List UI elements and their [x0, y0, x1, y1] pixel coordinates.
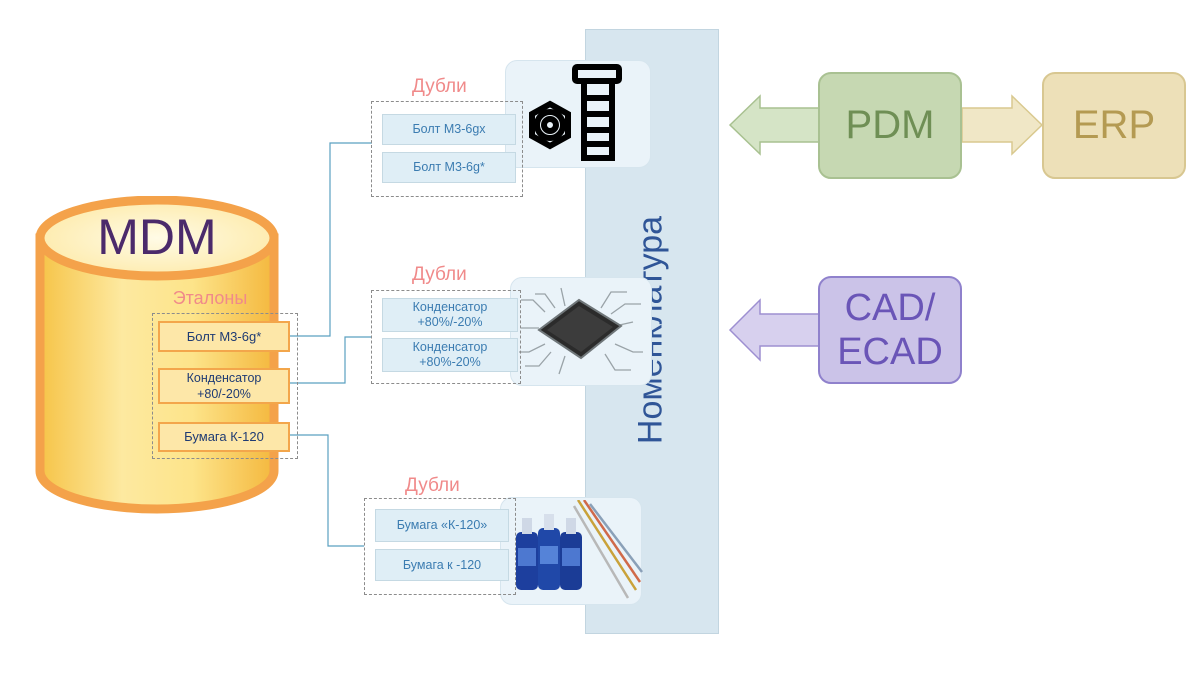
- cad-label-line2: ECAD: [837, 331, 943, 373]
- connector-capacitor: [290, 336, 372, 384]
- cad-label-line1: CAD/: [844, 287, 936, 329]
- dubl-frame-capacitor: [371, 290, 521, 384]
- connector-paper: [290, 434, 364, 547]
- dubl-item-capacitor-2[interactable]: Конденсатор +80%-20%: [382, 338, 518, 372]
- etalon-title: Эталоны: [172, 288, 248, 308]
- pdm-label: PDM: [845, 103, 935, 147]
- etalon-item-paper[interactable]: Бумага К-120: [158, 422, 290, 452]
- etalon-frame: [152, 313, 298, 459]
- dubl-item-bolt-2[interactable]: Болт М3-6g*: [382, 152, 516, 183]
- etalon-item-bolt[interactable]: Болт М3-6g*: [158, 321, 290, 352]
- dubl-item-capacitor-1[interactable]: Конденсатор +80%/-20%: [382, 298, 518, 332]
- bottles-wires-icon: [516, 500, 643, 599]
- pdm-to-nomenclature-arrow: [728, 94, 821, 156]
- dubl-title-capacitor: Дубли: [412, 264, 467, 285]
- pdm-to-erp-arrow: [961, 94, 1044, 156]
- dubl-title-bolt: Дубли: [412, 76, 467, 97]
- chip-icon: [519, 287, 643, 375]
- dubl-item-bolt-1[interactable]: Болт М3-6gх: [382, 114, 516, 145]
- dubl-item-paper-1[interactable]: Бумага «К-120»: [375, 509, 509, 542]
- cad-box[interactable]: CAD/ ECAD: [818, 276, 962, 384]
- bolt-nut-icon: [529, 64, 622, 161]
- dubl-frame-bolt: [371, 101, 523, 197]
- connector-bolt: [290, 142, 372, 337]
- erp-box[interactable]: ERP: [1042, 72, 1186, 179]
- pdm-box[interactable]: PDM: [818, 72, 962, 179]
- dubl-item-paper-2[interactable]: Бумага к -120: [375, 549, 509, 581]
- cad-to-nomenclature-arrow: [728, 298, 821, 362]
- mdm-title: MDM: [97, 209, 217, 265]
- erp-label: ERP: [1072, 103, 1156, 147]
- etalon-item-capacitor[interactable]: Конденсатор +80/-20%: [158, 368, 290, 404]
- dubl-title-paper: Дубли: [405, 475, 460, 496]
- dubl-frame-paper: [364, 498, 516, 595]
